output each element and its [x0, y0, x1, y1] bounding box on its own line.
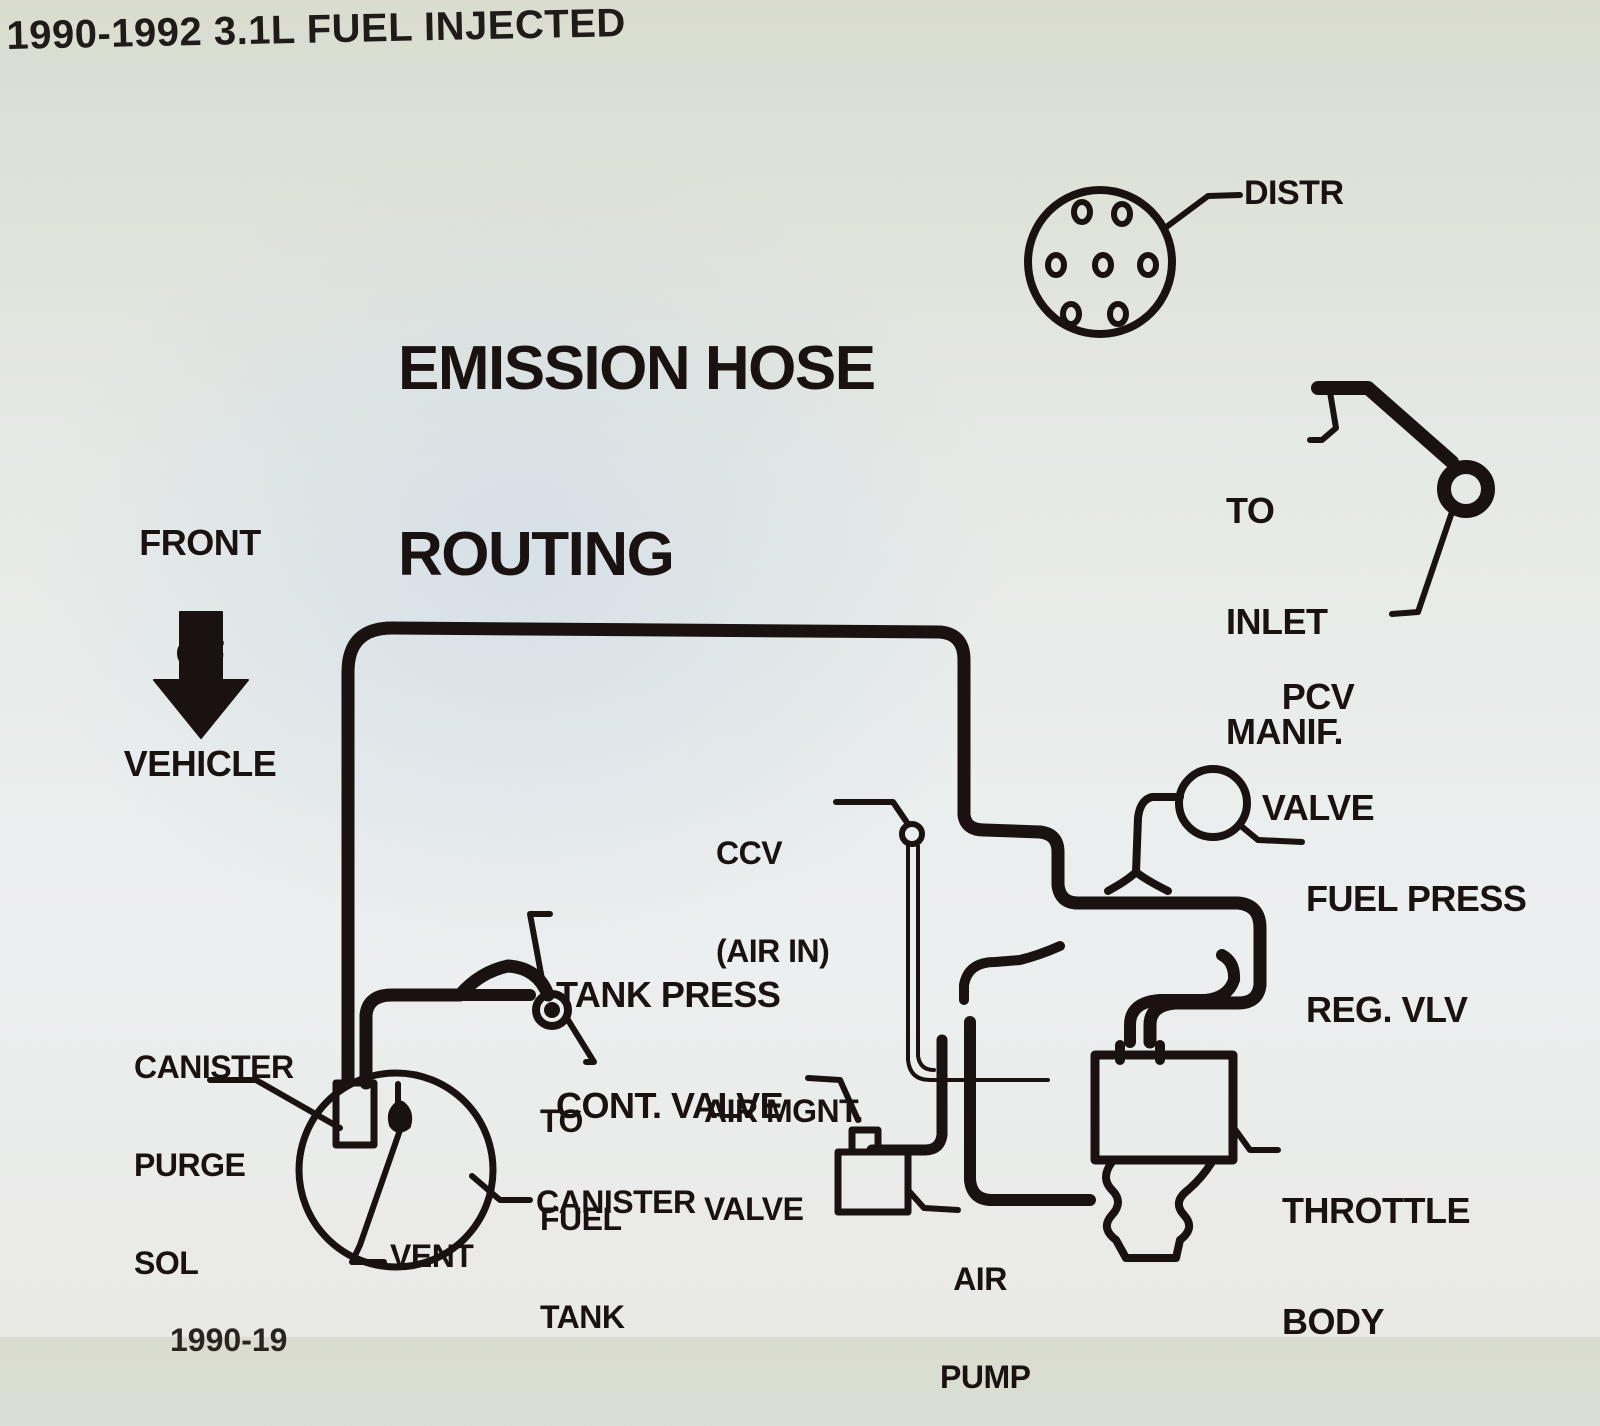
tank-pressure-control-valve — [527, 911, 597, 1065]
tank-press-line-2: CONT. VALVE — [556, 1084, 784, 1126]
air-management-valve — [805, 1075, 961, 1216]
to-fuel-tank-line-1: TO — [540, 1103, 583, 1140]
canister-purge-solenoid-label: CANISTER PURGE SOL — [134, 986, 294, 1312]
diagram-title-line-2: ROUTING — [398, 520, 675, 589]
air-pump-leader-line — [905, 1187, 961, 1213]
to-fuel-tank-line-3: TANK — [540, 1299, 625, 1335]
air-pump-hose — [964, 1016, 1096, 1206]
throttle-body-line-2: BODY — [1282, 1300, 1385, 1342]
front-of-vehicle-label: FRONT OF VEHICLE — [108, 452, 292, 819]
to-fuel-tank-line-2: FUEL — [540, 1201, 622, 1238]
front-of-vehicle-line-2: OF — [175, 632, 226, 674]
down-arrow-icon — [153, 611, 249, 739]
to-inlet-line-3: MANIF. — [1226, 710, 1344, 752]
purge-sol-line-1: CANISTER — [134, 1049, 294, 1086]
fuel-pressure-regulator-label: FUEL PRESS REG. VLV — [1306, 808, 1527, 1065]
throttle-body-label: THROTTLE BODY — [1282, 1120, 1470, 1377]
purge-sol-line-3: SOL — [134, 1245, 199, 1281]
s-shaped-hose — [959, 941, 1065, 1005]
tank-pressure-valve-label: TANK PRESS CONT. VALVE — [556, 904, 784, 1161]
pcv-leader-line — [1389, 509, 1455, 617]
pcv-valve-icon — [1437, 460, 1495, 518]
ccv-line-1: CCV — [716, 835, 783, 872]
pcv-valve-label: PCV VALVE — [1258, 606, 1378, 863]
to-inlet-manifold-label: TO INLET MANIF. — [1226, 420, 1344, 787]
throttle-body-line-1: THROTTLE — [1282, 1190, 1470, 1232]
to-inlet-line-1: TO — [1226, 490, 1275, 532]
front-of-vehicle-line-1: FRONT — [139, 522, 261, 564]
diagram-title-line-1: EMISSION HOSE — [398, 334, 876, 403]
pcv-valve-line-2: VALVE — [1261, 786, 1375, 828]
tank-press-line-1: TANK PRESS — [556, 974, 781, 1016]
footer-cut-off-text: 1990-19 — [170, 1322, 288, 1358]
vent-label: VENT — [390, 1238, 474, 1274]
air-mgmt-hose — [866, 1034, 948, 1156]
to-inlet-line-2: INLET — [1226, 600, 1328, 642]
ccv-label: CCV (AIR IN) — [716, 772, 830, 1000]
pcv-hose — [1307, 381, 1495, 617]
throttle-body — [1090, 1040, 1281, 1262]
ccv-fitting — [833, 799, 1050, 1082]
air-management-valve-label: AIR MGNT. VALVE — [704, 1030, 864, 1258]
canister — [207, 1069, 533, 1271]
purge-main-hose — [341, 621, 1267, 1087]
purge-sol-line-2: PURGE — [134, 1147, 246, 1184]
canister-purge-solenoid-icon — [332, 1079, 378, 1149]
canister-label: CANISTER — [536, 1184, 696, 1220]
throttle-leader-line — [1229, 1122, 1281, 1153]
purge-sol-leader-line — [207, 1077, 343, 1131]
air-pump-label: AIR PUMP — [940, 1198, 1031, 1426]
throttle-vacuum-hose — [1124, 949, 1241, 1048]
distributor-label: DISTR — [1244, 174, 1344, 212]
canister-to-tank-valve-hose — [359, 959, 555, 1090]
air-pump-line-1: AIR — [953, 1261, 1007, 1298]
ccv-line-2: (AIR IN) — [716, 933, 830, 970]
fuel-press-line-2: REG. VLV — [1306, 988, 1468, 1030]
air-mgmt-line-1: AIR MGNT. — [704, 1093, 864, 1130]
to-fuel-tank-label: TO FUEL TANK — [540, 1040, 625, 1366]
fuel-pressure-regulator — [1104, 765, 1305, 895]
air-mgmt-line-2: VALVE — [704, 1191, 804, 1228]
pcv-valve-line-1: PCV — [1281, 676, 1355, 718]
front-of-vehicle-line-3: VEHICLE — [123, 742, 277, 784]
canister-leader-line — [469, 1173, 533, 1203]
diagram-title: EMISSION HOSE ROUTING — [398, 214, 876, 648]
distributor-cap-icon — [1024, 186, 1243, 338]
vent-leader-line — [349, 1127, 403, 1265]
distributor-leader-line — [1162, 192, 1243, 231]
air-pump-line-2: PUMP — [940, 1359, 1031, 1396]
hose-routing-diagram — [153, 186, 1495, 1271]
fuel-press-line-1: FUEL PRESS — [1306, 878, 1527, 920]
